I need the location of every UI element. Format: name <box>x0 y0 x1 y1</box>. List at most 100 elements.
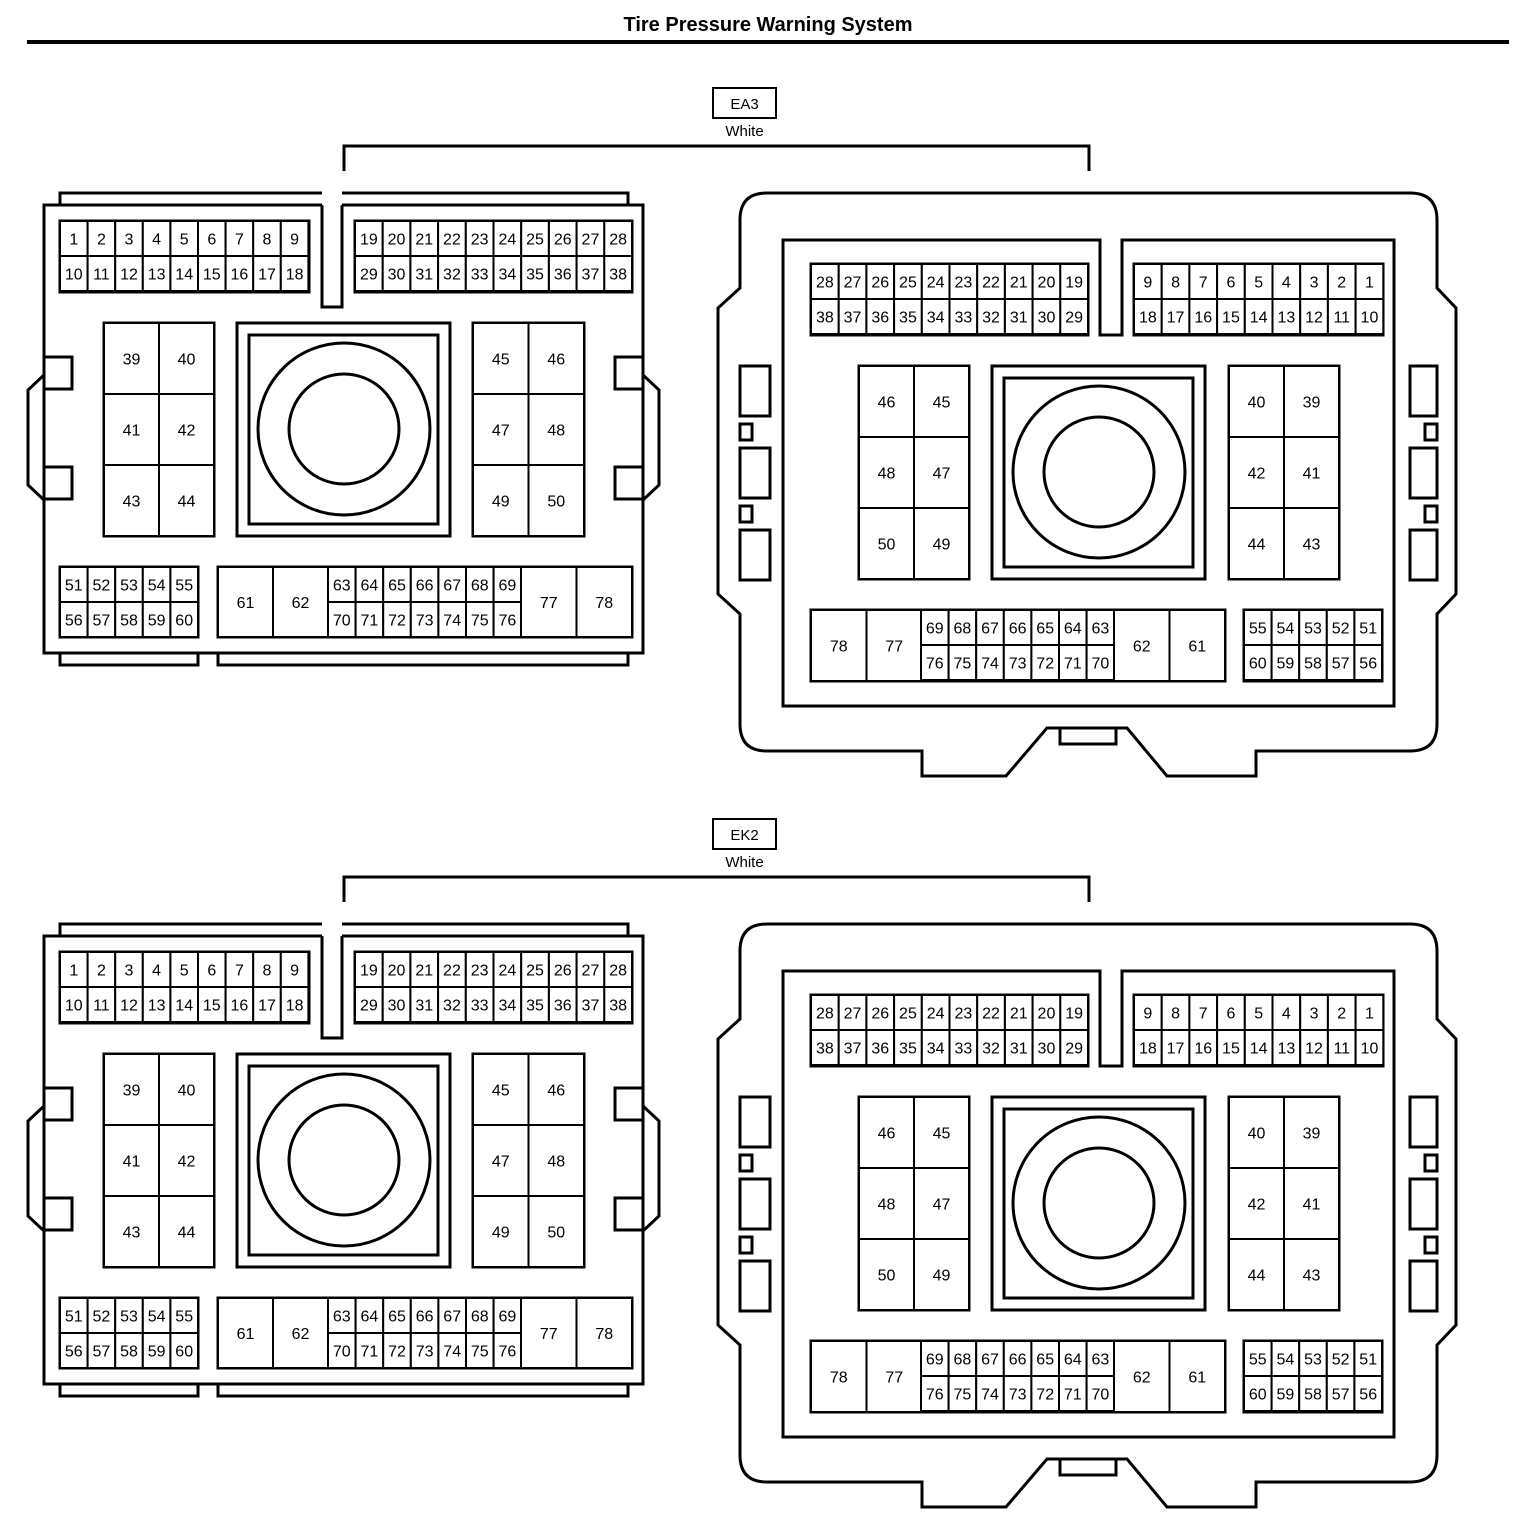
pin-cell-box <box>893 1029 923 1066</box>
pin-cell: 59 <box>1270 644 1301 681</box>
pin-cell-box <box>1133 298 1163 335</box>
center-lock-hub <box>287 372 401 486</box>
latch-tab <box>1408 364 1439 418</box>
pin-cell: 20 <box>381 951 412 988</box>
latch-nub <box>738 422 754 442</box>
pin-cell: 27 <box>575 220 606 257</box>
pin-cell: 45 <box>913 1096 970 1169</box>
pin-cell: 38 <box>810 298 840 335</box>
pin-number: 27 <box>582 231 600 248</box>
pin-number: 5 <box>180 231 189 248</box>
pin-number: 69 <box>926 1351 944 1368</box>
pin-cell: 35 <box>893 1029 923 1066</box>
pin-cell: 58 <box>114 601 144 638</box>
pin-number: 49 <box>933 1267 951 1284</box>
pin-number: 38 <box>609 266 627 283</box>
pin-cell-box <box>1113 1340 1171 1413</box>
pin-cell-box <box>1058 644 1088 681</box>
pin-number: 71 <box>1064 655 1082 672</box>
pin-cell: 45 <box>913 365 970 438</box>
pin-cell-box <box>603 255 633 292</box>
pin-number: 51 <box>65 577 83 594</box>
latch-tab <box>42 465 74 501</box>
pin-cell: 60 <box>169 601 199 638</box>
pin-cell-box <box>527 1124 585 1197</box>
pin-cell: 54 <box>141 1297 172 1334</box>
pin-cell: 62 <box>1113 1340 1171 1413</box>
pin-cell: 26 <box>865 994 896 1031</box>
pin-cell: 13 <box>141 255 172 292</box>
pin-cell-box <box>252 255 282 292</box>
pin-cell: 21 <box>409 951 440 988</box>
pin-cell: 38 <box>810 1029 840 1066</box>
pin-number: 36 <box>554 997 572 1014</box>
pin-number: 28 <box>609 231 627 248</box>
pin-number: 66 <box>416 577 434 594</box>
pin-number: 8 <box>1171 274 1180 291</box>
pin-number: 66 <box>1009 1351 1027 1368</box>
pin-number: 52 <box>93 577 111 594</box>
pin-cell-box <box>575 566 633 638</box>
side-latch-right <box>641 373 661 502</box>
pin-number: 46 <box>547 351 565 368</box>
pin-number: 72 <box>388 1343 406 1360</box>
pin-number: 7 <box>1199 274 1208 291</box>
pin-cell: 9 <box>1133 994 1163 1031</box>
pin-number: 61 <box>237 1326 255 1343</box>
pin-number: 42 <box>1248 465 1266 482</box>
pin-cell-box <box>1228 1238 1285 1311</box>
pin-number: 66 <box>1009 620 1027 637</box>
pin-cell: 77 <box>865 1340 923 1413</box>
latch-nub <box>738 1235 754 1255</box>
pin-cell-box <box>114 255 144 292</box>
center-lock-hub <box>1042 415 1156 529</box>
pin-cell: 5 <box>169 220 199 257</box>
side-latch-right <box>641 1104 661 1233</box>
pin-number: 65 <box>1036 620 1054 637</box>
pin-cell-box <box>224 255 255 292</box>
pin-cell: 37 <box>837 1029 868 1066</box>
pin-number: 22 <box>443 231 461 248</box>
pin-number: 42 <box>178 422 196 439</box>
pin-number: 37 <box>844 309 862 326</box>
pin-cell-box <box>527 1195 585 1268</box>
pin-cell-box <box>464 255 495 292</box>
pin-cell: 6 <box>197 951 227 988</box>
pin-number: 45 <box>492 1082 510 1099</box>
pin-cell-box <box>1228 1096 1285 1169</box>
pin-number: 13 <box>1277 1040 1295 1057</box>
pin-cell-box <box>1354 1029 1385 1066</box>
pin-cell-box <box>472 1053 530 1126</box>
pin-number: 35 <box>526 266 544 283</box>
pin-cell-box <box>492 255 523 292</box>
pin-cell-box <box>527 1053 585 1126</box>
pin-number: 19 <box>360 231 378 248</box>
pin-number: 69 <box>926 620 944 637</box>
pin-number: 24 <box>927 274 945 291</box>
diagram-title: Tire Pressure Warning System <box>623 14 913 36</box>
pin-cell-box <box>1283 507 1340 580</box>
pin-number: 8 <box>263 231 272 248</box>
pin-cell: 64 <box>354 566 385 603</box>
pin-cell-box <box>527 393 585 466</box>
pin-cell-box <box>520 566 578 638</box>
pin-number: 29 <box>360 997 378 1014</box>
center-lock-outer <box>235 1052 452 1269</box>
pin-cell: 5 <box>169 951 199 988</box>
pin-number: 16 <box>231 997 249 1014</box>
pin-cell-box <box>976 1029 1006 1066</box>
pin-number: 56 <box>65 1343 83 1360</box>
latch-tab <box>1408 1259 1439 1313</box>
pin-cell: 78 <box>810 609 868 682</box>
pin-cell: 63 <box>1085 1340 1116 1377</box>
pin-cell-box <box>913 507 970 580</box>
inner-frame <box>781 969 1396 1439</box>
pin-cell: 12 <box>1299 298 1329 335</box>
pin-number: 39 <box>1303 394 1321 411</box>
pin-number: 10 <box>65 266 83 283</box>
title-rule <box>27 40 1509 44</box>
pin-number: 75 <box>471 1343 489 1360</box>
pin-number: 63 <box>333 1308 351 1325</box>
pin-cell-box <box>354 1332 385 1369</box>
